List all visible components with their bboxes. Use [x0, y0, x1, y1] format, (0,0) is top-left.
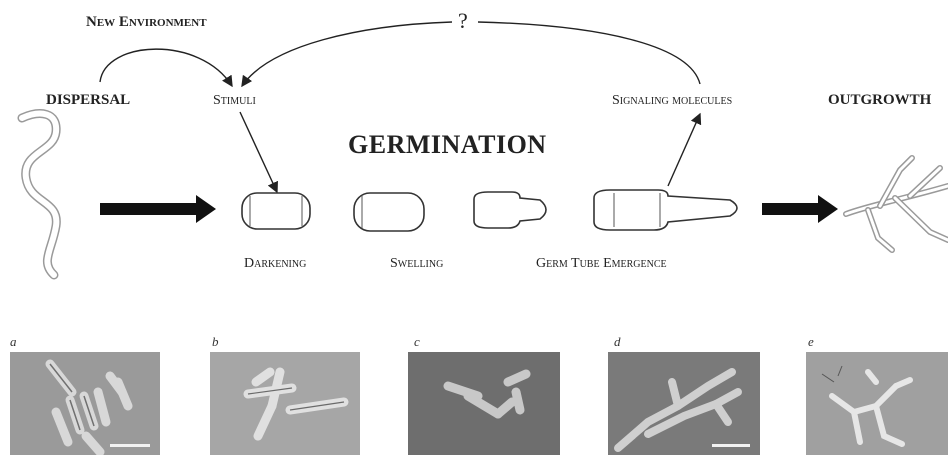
outgrowth-hyphae [846, 158, 948, 250]
new-environment-label: New Environment [86, 14, 207, 31]
environment-arrow [100, 49, 232, 86]
stage-darkening-label: Darkening [244, 256, 306, 272]
stage-swelling-label: Swelling [390, 256, 443, 272]
dispersal-label: DISPERSAL [46, 92, 130, 109]
micrograph-d [608, 352, 760, 455]
spore-emerging [474, 192, 546, 228]
panel-b-label: b [212, 334, 219, 350]
panel-d-label: d [614, 334, 621, 350]
stage-germ-tube-label: Germ Tube Emergence [536, 256, 667, 272]
micrograph-a [10, 352, 160, 455]
signaling-arrow [668, 114, 700, 186]
question-mark: ? [458, 8, 468, 34]
signaling-molecules-label: Signaling molecules [612, 93, 732, 109]
micrograph-e [806, 352, 948, 455]
spore-darkening [242, 193, 310, 229]
scale-bar [110, 444, 150, 447]
spore-germ-tube [594, 190, 737, 230]
micrograph-c [408, 352, 560, 455]
right-big-arrow [762, 195, 838, 223]
spore-swelling [354, 193, 424, 231]
panel-c-label: c [414, 334, 420, 350]
micrograph-b [210, 352, 360, 455]
stimuli-label: Stimuli [213, 93, 256, 109]
stimuli-arrow [240, 112, 277, 192]
scale-bar [712, 444, 750, 447]
panel-e-label: e [808, 334, 814, 350]
left-big-arrow [100, 195, 216, 223]
feedback-arrow-left [242, 22, 452, 86]
outgrowth-label: OUTGROWTH [828, 92, 931, 109]
feedback-arrow-right [478, 22, 700, 84]
germination-title: GERMINATION [348, 130, 547, 160]
panel-a-label: a [10, 334, 17, 350]
